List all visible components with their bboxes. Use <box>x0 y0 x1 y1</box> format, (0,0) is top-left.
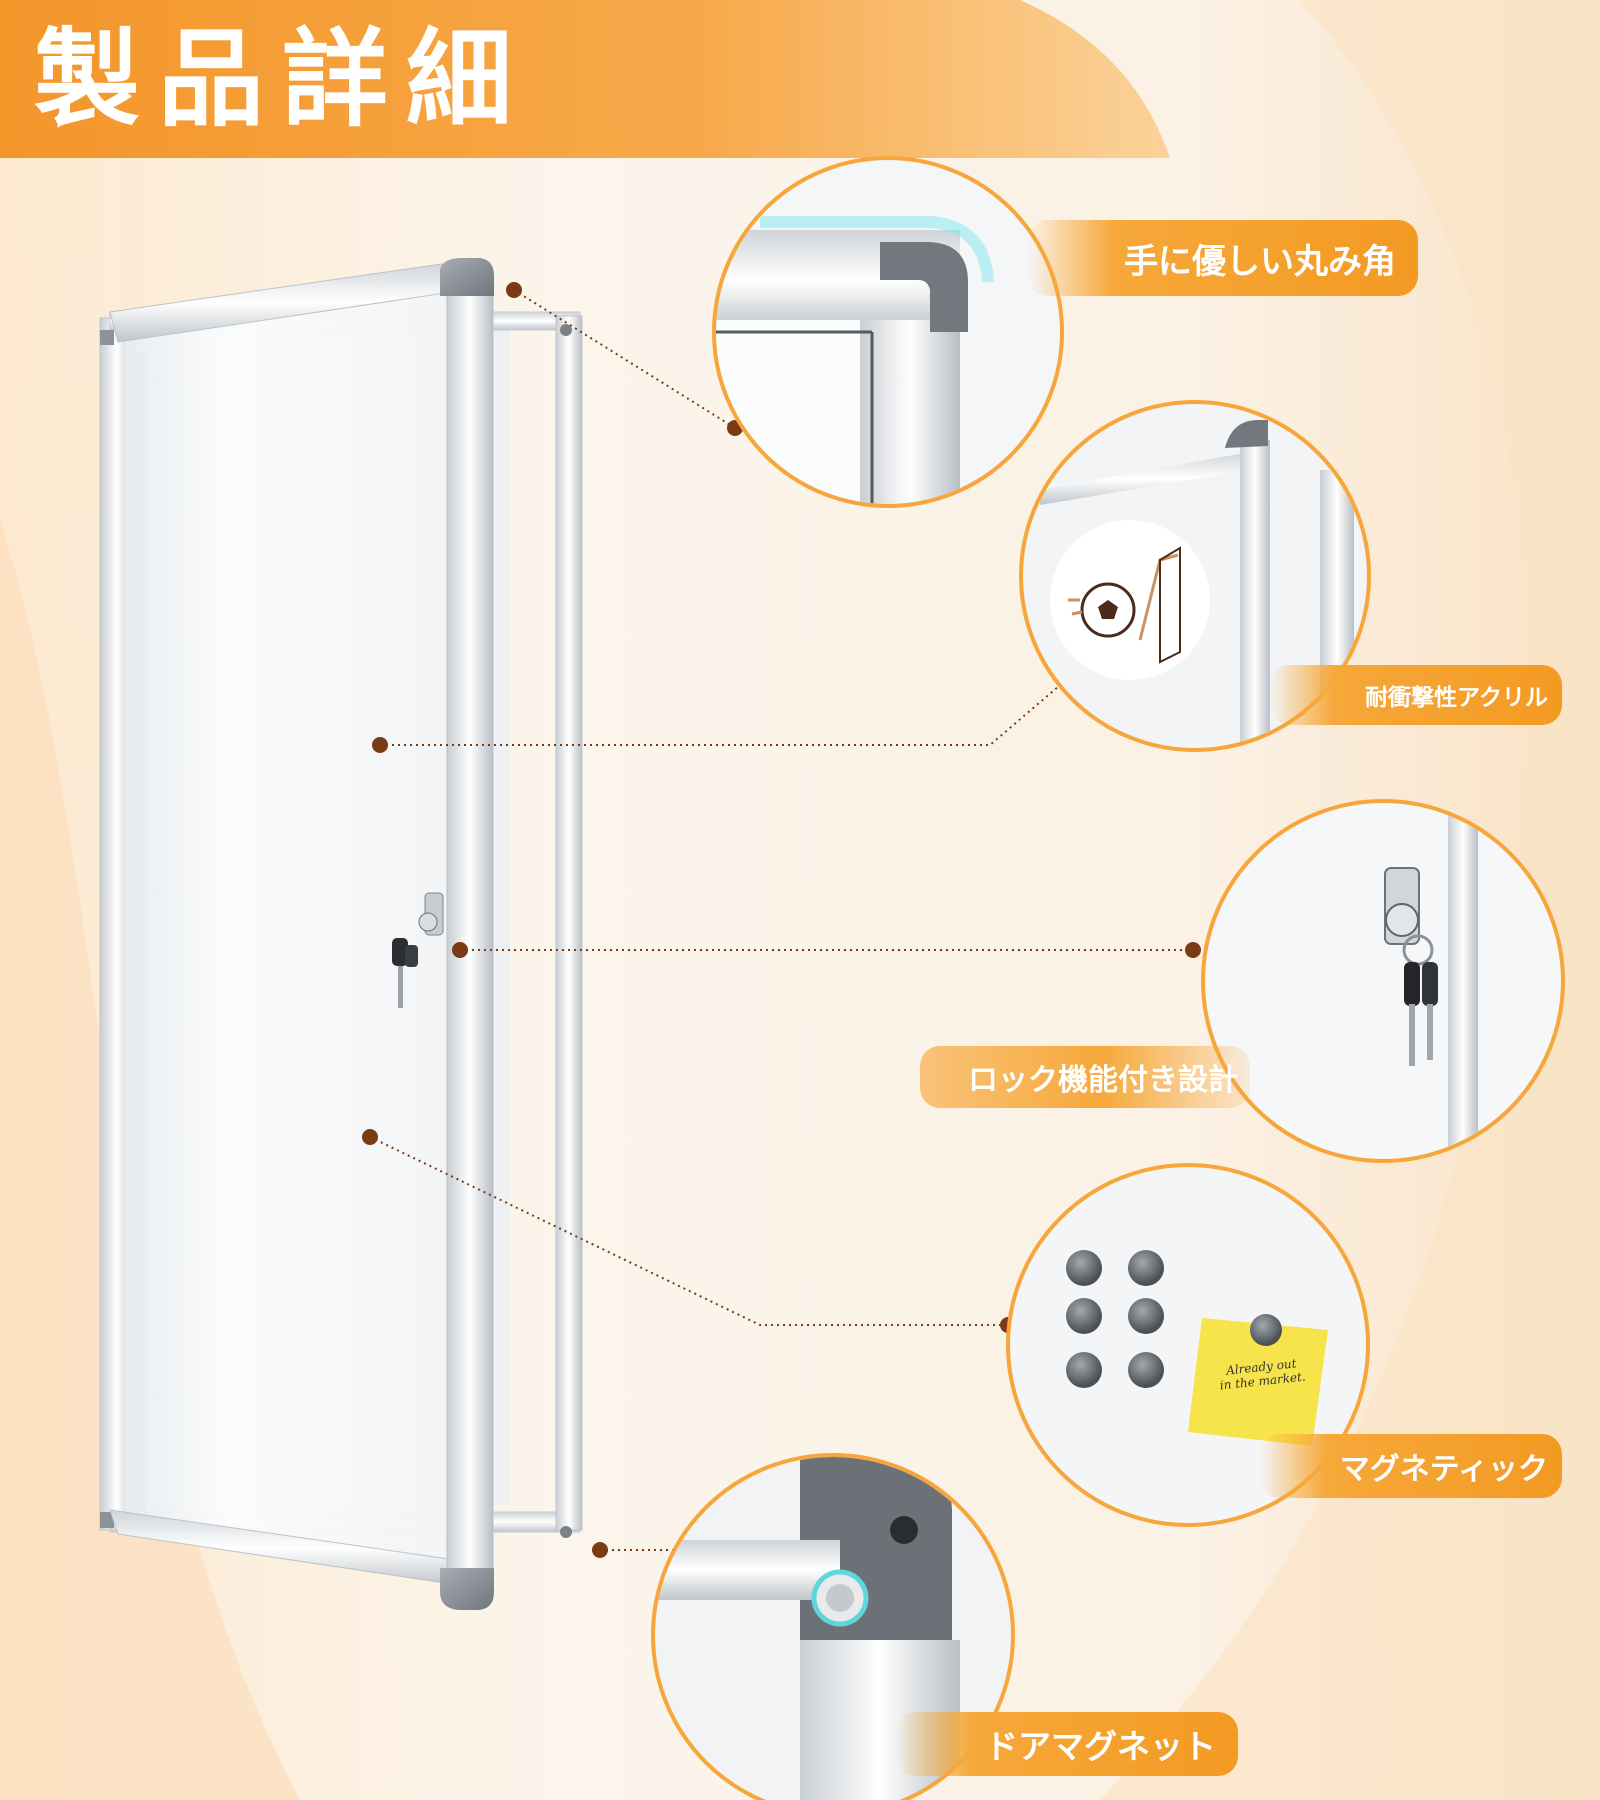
key-icon <box>405 945 418 967</box>
corner-cap-icon <box>100 1512 114 1528</box>
corner-cap-icon <box>440 1568 494 1610</box>
feature-label-text: ロック機能付き設計 <box>968 1063 1238 1098</box>
title-banner <box>0 0 1170 158</box>
magnet-group <box>1066 1250 1164 1388</box>
door-right-frame <box>446 284 494 1584</box>
corner-cap-icon <box>440 258 494 296</box>
screw-icon <box>560 324 572 336</box>
feature-label-text: ドアマグネット <box>985 1727 1216 1766</box>
magnet-icon <box>1066 1250 1102 1286</box>
page-title: 製品詳細 <box>34 18 530 141</box>
callout-dot <box>592 1542 608 1558</box>
key-icon <box>398 966 403 1008</box>
magnet-hole-icon <box>890 1516 918 1544</box>
soccer-ball-icon <box>1098 600 1118 619</box>
detail-circle-rounded-corner <box>712 156 1064 508</box>
key-icon <box>1422 962 1438 1006</box>
detail-circle-acrylic <box>1019 400 1371 752</box>
door-glass <box>125 285 465 1570</box>
magnet-icon <box>1066 1352 1102 1388</box>
callout-dot <box>452 942 468 958</box>
sticky-note <box>1188 1318 1328 1446</box>
feature-label-text: 手に優しい丸み角 <box>1124 241 1396 282</box>
feature-label-door-magnet: ドアマグネット <box>896 1712 1238 1776</box>
callout-dot <box>362 1129 378 1145</box>
acrylic-sheet-icon <box>1159 546 1181 664</box>
callout-dot <box>372 737 388 753</box>
screw-icon <box>560 1526 572 1538</box>
corner-cap-icon <box>100 330 114 345</box>
display-case <box>99 258 583 1610</box>
feature-label-text: マグネティック <box>1339 1452 1548 1487</box>
detail-circle-lock <box>1201 799 1565 1163</box>
magnet-icon <box>1066 1298 1102 1334</box>
key-icon <box>1404 962 1420 1006</box>
feature-label-text: 耐衝撃性アクリル <box>1365 685 1548 711</box>
lock-cylinder-icon <box>1385 903 1419 937</box>
key-icon <box>1409 1004 1415 1066</box>
lock-cylinder-icon <box>418 912 438 932</box>
feature-label-acrylic: 耐衝撃性アクリル <box>1270 665 1562 725</box>
case-right-back-frame <box>555 315 583 1531</box>
callout-dot <box>1185 942 1201 958</box>
magnet-icon <box>1128 1298 1164 1334</box>
magnet-icon <box>1128 1250 1164 1286</box>
key-icon <box>1427 1004 1433 1060</box>
feature-label-magnetic: マグネティック <box>1260 1434 1562 1498</box>
door-magnet-icon <box>826 1584 854 1612</box>
feature-label-lock: ロック機能付き設計 <box>920 1046 1250 1108</box>
magnet-icon <box>1128 1352 1164 1388</box>
key-icon <box>392 938 408 966</box>
background-arc <box>1100 0 1600 1800</box>
callout-dot <box>506 282 522 298</box>
magnet-icon <box>1250 1314 1282 1346</box>
feature-label-rounded-corner: 手に優しい丸み角 <box>1028 220 1418 296</box>
background-swoosh <box>0 520 300 1800</box>
rounded-corner-cap-icon <box>880 242 968 332</box>
